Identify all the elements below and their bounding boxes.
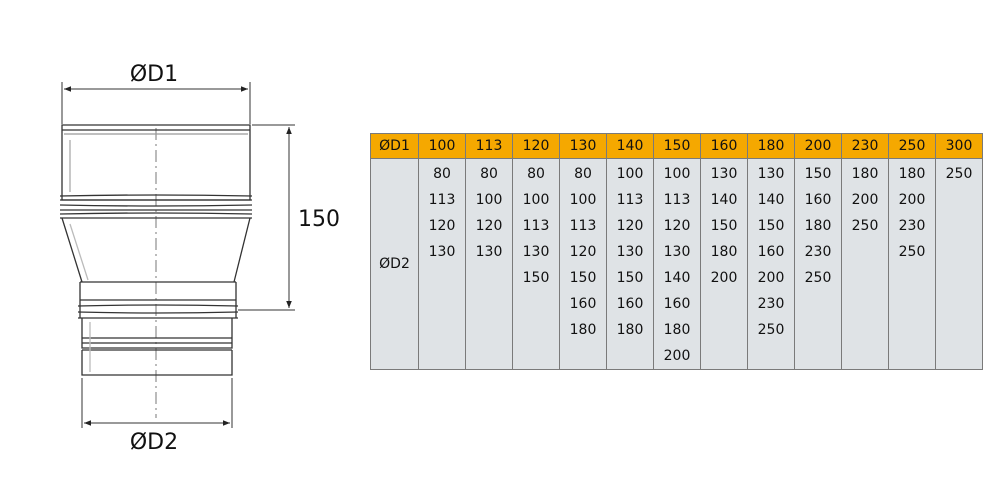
d2-cell: 150 160 180 230 250 (794, 158, 842, 370)
d2-value: 120 (475, 218, 503, 234)
size-table: ØD1 100 113 120 130 140 150 160 180 200 … (370, 133, 983, 370)
d2-value: 150 (569, 270, 597, 286)
d2-value: 113 (663, 192, 691, 208)
d1-header-130: 130 (559, 133, 607, 159)
d2-value: 250 (898, 244, 926, 260)
reducer-body (59, 124, 253, 376)
d2-value: 100 (616, 166, 644, 182)
d1-header-180: 180 (747, 133, 795, 159)
d2-value: 180 (710, 244, 738, 260)
d2-value: 80 (480, 166, 498, 182)
d2-value: 180 (616, 322, 644, 338)
d2-value: 130 (475, 244, 503, 260)
d2-cell: 80 100 120 130 (465, 158, 513, 370)
d2-value: 160 (757, 244, 785, 260)
d1-dimension: ØD1 (61, 62, 251, 124)
d2-value: 100 (569, 192, 597, 208)
d2-value: 150 (804, 166, 832, 182)
d1-header-140: 140 (606, 133, 654, 159)
d2-cell: 100 113 120 130 140 160 180 200 (653, 158, 701, 370)
height-label: 150 (298, 207, 340, 232)
d2-value: 130 (757, 166, 785, 182)
d2-value: 130 (522, 244, 550, 260)
reducer-drawing: ØD1 150 ØD2 (59, 62, 340, 455)
d1-header-100: 100 (418, 133, 466, 159)
d2-value: 250 (851, 218, 879, 234)
d2-value: 100 (475, 192, 503, 208)
d1-header-230: 230 (841, 133, 889, 159)
d2-value: 200 (898, 192, 926, 208)
d2-value: 130 (663, 244, 691, 260)
d2-value: 200 (710, 270, 738, 286)
d2-label: ØD2 (130, 430, 178, 455)
d2-value: 230 (757, 296, 785, 312)
d2-value: 150 (710, 218, 738, 234)
d2-value: 130 (428, 244, 456, 260)
d2-value: 80 (433, 166, 451, 182)
d2-value: 150 (616, 270, 644, 286)
d2-value: 80 (527, 166, 545, 182)
d2-value: 180 (569, 322, 597, 338)
d1-header-200: 200 (794, 133, 842, 159)
d2-value: 120 (663, 218, 691, 234)
d1-header-label: ØD1 (370, 133, 419, 159)
d2-value: 250 (945, 166, 973, 182)
d2-value: 160 (569, 296, 597, 312)
d2-value: 113 (616, 192, 644, 208)
d2-cell: 80 100 113 130 150 (512, 158, 560, 370)
d1-header-113: 113 (465, 133, 513, 159)
d2-dimension: ØD2 (81, 378, 233, 455)
d2-value: 113 (522, 218, 550, 234)
d2-row-label: ØD2 (370, 158, 419, 370)
d2-value: 113 (569, 218, 597, 234)
d2-value: 180 (851, 166, 879, 182)
d2-value: 180 (663, 322, 691, 338)
d2-value: 140 (710, 192, 738, 208)
height-dimension: 150 (238, 124, 340, 311)
d2-value: 180 (898, 166, 926, 182)
d2-cell: 80 113 120 130 (418, 158, 466, 370)
d2-cell: 250 (935, 158, 983, 370)
d2-value: 250 (757, 322, 785, 338)
d1-header-160: 160 (700, 133, 748, 159)
d2-cell: 130 140 150 180 200 (700, 158, 748, 370)
d2-value: 100 (663, 166, 691, 182)
d2-cell: 180 200 250 (841, 158, 889, 370)
d2-value: 100 (522, 192, 550, 208)
d2-value: 180 (804, 218, 832, 234)
d2-value: 113 (428, 192, 456, 208)
table-header-row: ØD1 100 113 120 130 140 150 160 180 200 … (370, 133, 983, 159)
d2-value: 120 (569, 244, 597, 260)
d2-value: 230 (804, 244, 832, 260)
d2-value: 160 (616, 296, 644, 312)
d2-cell: 80 100 113 120 150 160 180 (559, 158, 607, 370)
d2-value: 150 (757, 218, 785, 234)
d2-value: 130 (710, 166, 738, 182)
d2-value: 200 (851, 192, 879, 208)
d2-value: 200 (757, 270, 785, 286)
d2-cell: 180 200 230 250 (888, 158, 936, 370)
d2-value: 150 (522, 270, 550, 286)
d2-value: 130 (616, 244, 644, 260)
d1-header-250: 250 (888, 133, 936, 159)
d1-header-150: 150 (653, 133, 701, 159)
d2-value: 200 (663, 348, 691, 364)
d2-value: 140 (663, 270, 691, 286)
d1-header-120: 120 (512, 133, 560, 159)
d2-value: 160 (804, 192, 832, 208)
d2-cell: 130 140 150 160 200 230 250 (747, 158, 795, 370)
d2-value: 120 (616, 218, 644, 234)
d1-label: ØD1 (130, 62, 178, 87)
d2-value: 140 (757, 192, 785, 208)
d2-value: 230 (898, 218, 926, 234)
d2-value: 120 (428, 218, 456, 234)
d2-value: 80 (574, 166, 592, 182)
d2-cell: 100 113 120 130 150 160 180 (606, 158, 654, 370)
d2-value: 160 (663, 296, 691, 312)
d1-header-300: 300 (935, 133, 983, 159)
d2-value: 250 (804, 270, 832, 286)
